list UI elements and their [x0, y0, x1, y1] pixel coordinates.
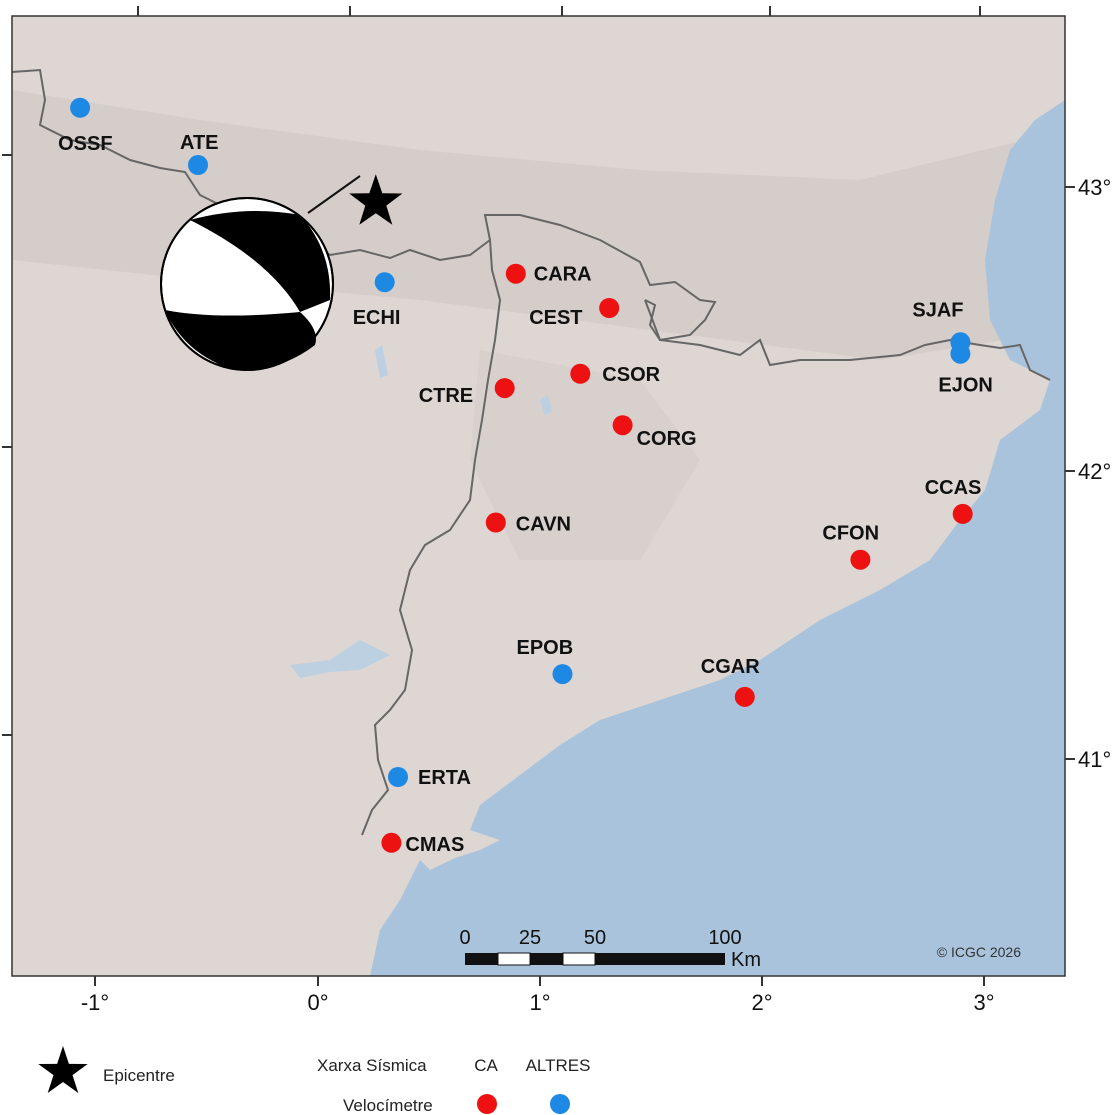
- reservoir-east: [540, 395, 552, 415]
- station-label: CAVN: [516, 514, 571, 536]
- station-label: SJAF: [912, 299, 963, 321]
- station-label: ECHI: [353, 307, 401, 329]
- station-marker: [599, 298, 620, 318]
- station-cavn: CAVN: [485, 512, 571, 536]
- station-ctre: CTRE: [419, 378, 515, 407]
- station-corg: CORG: [612, 415, 697, 450]
- legend-col-ca: CA: [474, 1056, 498, 1075]
- station-cest: CEST: [529, 298, 620, 329]
- lat-label: 43°: [1078, 175, 1111, 200]
- lon-label: 1°: [529, 990, 550, 1015]
- legend-ca-symbol: [477, 1094, 497, 1114]
- station-erta: ERTA: [388, 767, 471, 789]
- scale-label: 25: [519, 927, 541, 949]
- station-marker: [70, 97, 91, 118]
- map-credit: © ICGC 2026: [937, 944, 1021, 960]
- lon-label: 3°: [973, 990, 994, 1015]
- station-label: ATE: [180, 132, 219, 154]
- station-marker: [952, 503, 973, 524]
- beachball-compression-upper: [190, 211, 331, 312]
- legend-col-altres: ALTRES: [526, 1056, 591, 1075]
- station-ate: ATE: [180, 132, 219, 175]
- station-label: CORG: [637, 428, 697, 450]
- epicentre-star-icon: [349, 174, 403, 225]
- station-label: CFON: [822, 523, 879, 545]
- border-france-spain: [12, 68, 717, 342]
- legend-row-label: Velocímetre: [343, 1096, 433, 1115]
- station-label: CARA: [534, 264, 592, 286]
- legend-epicentre-star-icon: [38, 1046, 88, 1093]
- scale-segment: [562, 952, 596, 966]
- station-label: CMAS: [405, 834, 464, 856]
- beachball-outline: [160, 197, 334, 371]
- station-label: CGAR: [701, 656, 760, 678]
- station-marker: [388, 767, 408, 787]
- station-marker: [612, 415, 633, 436]
- latitude-axis: 43° 42° 41°: [1065, 175, 1111, 772]
- station-cara: CARA: [505, 263, 592, 286]
- scale-segment: [465, 953, 498, 965]
- station-cmas: CMAS: [381, 832, 464, 856]
- reservoir-north: [375, 345, 388, 378]
- legend: Epicentre Xarxa Sísmica CA ALTRES Velocí…: [38, 1046, 590, 1115]
- lon-label: 2°: [751, 990, 772, 1015]
- station-label: CTRE: [419, 385, 473, 407]
- station-label: CEST: [529, 307, 582, 329]
- focal-mechanism-beachball: [160, 197, 334, 371]
- station-epob: EPOB: [517, 637, 574, 685]
- station-cgar: CGAR: [701, 656, 760, 707]
- station-marker: [494, 378, 515, 399]
- legend-altres-symbol: [550, 1094, 570, 1114]
- station-marker: [381, 832, 402, 853]
- scale-segment: [530, 953, 563, 965]
- station-ejon: EJON: [938, 343, 993, 397]
- station-label: CCAS: [925, 477, 982, 499]
- station-marker: [734, 686, 755, 707]
- station-marker: [552, 664, 573, 685]
- scale-unit: Km: [731, 949, 761, 971]
- scale-segment: [497, 952, 531, 966]
- station-label: EPOB: [517, 637, 574, 659]
- station-marker: [374, 272, 395, 293]
- map-frame: [11, 15, 1066, 977]
- station-csor: CSOR: [570, 363, 661, 386]
- mediterranean-sea: [370, 100, 1065, 976]
- station-label: EJON: [938, 375, 992, 397]
- longitude-axis: -1° 0° 1° 2° 3°: [81, 976, 995, 1015]
- interior-relief: [470, 350, 700, 560]
- station-ccas: CCAS: [925, 477, 982, 524]
- station-ossf: OSSF: [58, 97, 113, 155]
- ebro-delta: [420, 830, 500, 870]
- scale-segment: [595, 953, 725, 965]
- scale-label: 50: [584, 927, 606, 949]
- station-marker: [570, 363, 591, 384]
- scale-bar: 0 25 50 100 Km: [459, 927, 761, 971]
- lat-label: 41°: [1078, 747, 1111, 772]
- reservoir-mequinenza: [290, 640, 390, 678]
- lat-label: 42°: [1078, 459, 1111, 484]
- station-marker: [485, 512, 506, 533]
- scale-label: 0: [459, 927, 470, 949]
- beachball-compression-lower: [165, 310, 316, 371]
- lon-label: 0°: [307, 990, 328, 1015]
- lon-label: -1°: [81, 990, 109, 1015]
- station-label: ERTA: [418, 767, 471, 789]
- station-label: CSOR: [602, 364, 660, 386]
- station-cfon: CFON: [822, 523, 879, 570]
- station-label: OSSF: [58, 133, 112, 155]
- legend-epicentre-label: Epicentre: [103, 1066, 175, 1085]
- scale-label: 100: [708, 927, 741, 949]
- station-marker: [950, 343, 971, 364]
- epicentre-leader-line: [307, 175, 361, 214]
- pyrenees-relief: [12, 90, 1065, 360]
- station-marker: [188, 155, 208, 175]
- station-echi: ECHI: [353, 272, 401, 329]
- border-andorra-catalonia: [644, 299, 1051, 381]
- station-marker: [850, 549, 871, 570]
- station-marker: [505, 263, 526, 284]
- legend-network-title: Xarxa Sísmica: [317, 1056, 427, 1075]
- stations-layer: OSSF ATE ECHI CARA CEST CTRE CSOR CORG SJAF EJON C…: [58, 97, 993, 856]
- border-aragon-catalonia: [361, 239, 502, 836]
